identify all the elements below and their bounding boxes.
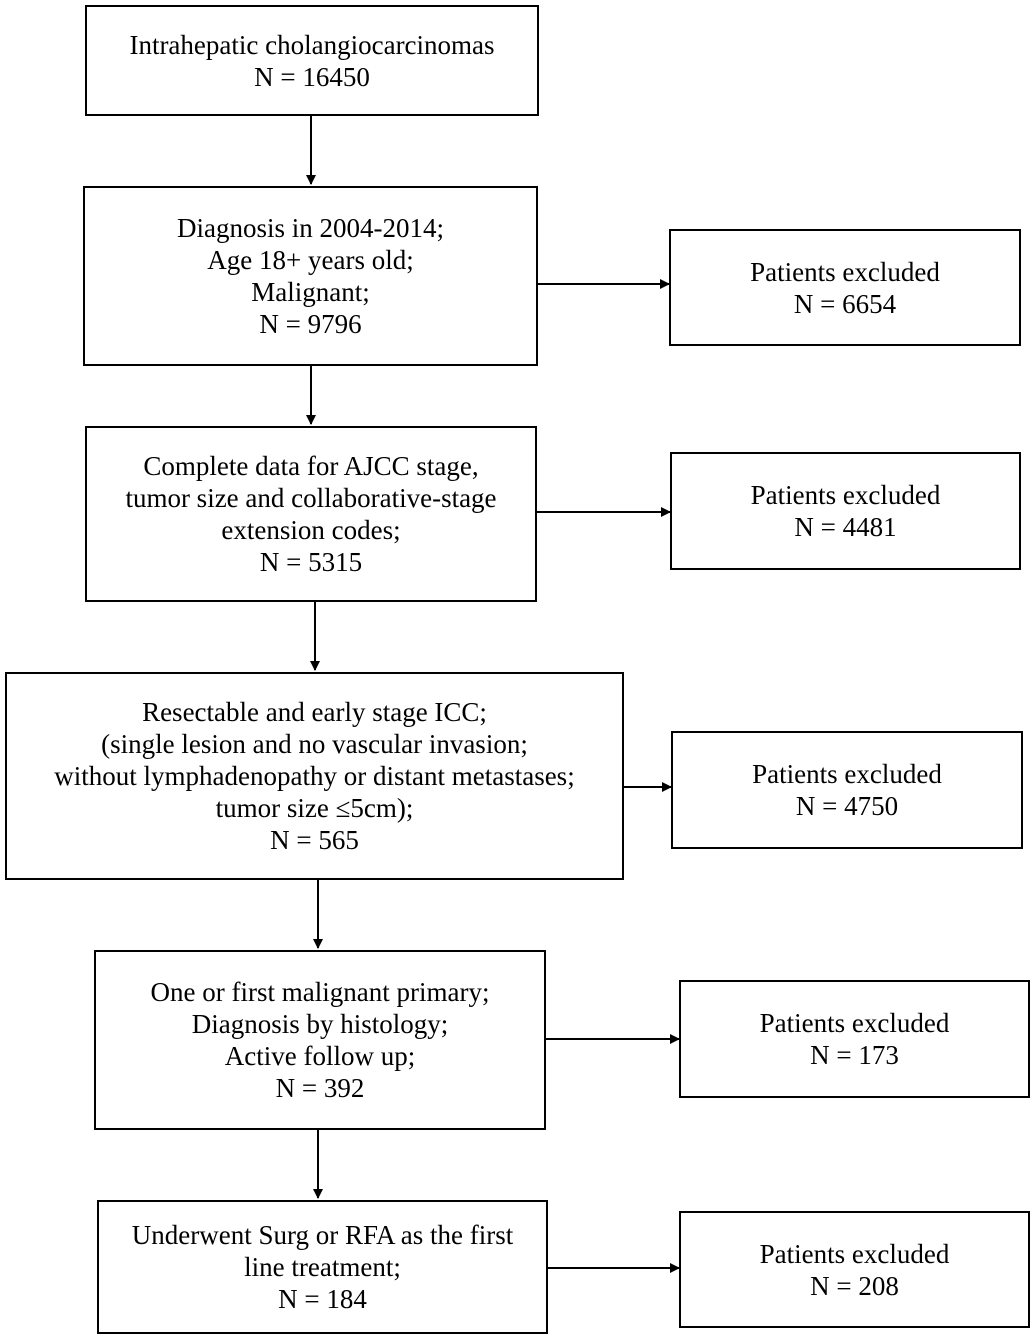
excluded-box-step3: Patients excluded N = 4481 <box>670 452 1021 570</box>
excluded-label: Patients excluded <box>752 759 942 789</box>
step1-count: N = 16450 <box>254 61 370 92</box>
step3-line: extension codes; <box>221 515 401 545</box>
step5-line: Diagnosis by histology; <box>191 1009 449 1039</box>
step6-count: N = 184 <box>278 1284 367 1314</box>
excluded-count: N = 4750 <box>795 791 899 821</box>
excluded-count: N = 173 <box>810 1040 899 1070</box>
step5-line: One or first malignant primary; <box>150 977 490 1007</box>
excluded-box-step5: Patients excluded N = 173 <box>679 980 1030 1098</box>
excluded-count: N = 4481 <box>794 512 897 542</box>
step5-box: One or first malignant primary; Diagnosi… <box>94 950 546 1130</box>
step2-line: Age 18+ years old; <box>207 245 414 275</box>
excluded-label: Patients excluded <box>750 256 940 287</box>
step1-line: Intrahepatic cholangiocarcinomas <box>129 29 495 60</box>
step3-box: Complete data for AJCC stage, tumor size… <box>85 426 537 602</box>
step4-line: tumor size ≤5cm); <box>215 793 414 823</box>
excluded-label: Patients excluded <box>750 480 941 510</box>
excluded-count: N = 208 <box>810 1270 899 1301</box>
step5-line: Active follow up; <box>224 1041 416 1071</box>
step2-line: Malignant; <box>251 277 370 307</box>
step2-line: Diagnosis in 2004-2014; <box>177 213 444 243</box>
step6-line: line treatment; <box>244 1252 401 1282</box>
excluded-box-step4: Patients excluded N = 4750 <box>671 731 1023 849</box>
step4-line: (single lesion and no vascular invasion; <box>101 729 528 759</box>
step2-box: Diagnosis in 2004-2014; Age 18+ years ol… <box>83 186 538 366</box>
excluded-count: N = 6654 <box>793 288 897 319</box>
step4-line: Resectable and early stage ICC; <box>142 697 487 727</box>
step2-count: N = 9796 <box>259 309 362 339</box>
step3-line: tumor size and collaborative-stage <box>125 483 497 513</box>
step5-count: N = 392 <box>275 1073 365 1103</box>
step4-count: N = 565 <box>270 825 359 855</box>
step6-box: Underwent Surg or RFA as the first line … <box>97 1200 548 1334</box>
excluded-box-step6: Patients excluded N = 208 <box>679 1211 1030 1328</box>
excluded-label: Patients excluded <box>759 1238 950 1269</box>
step6-line: Underwent Surg or RFA as the first <box>131 1220 514 1250</box>
step3-count: N = 5315 <box>259 547 363 577</box>
step4-line: without lymphadenopathy or distant metas… <box>54 761 575 791</box>
step4-box: Resectable and early stage ICC; (single … <box>5 672 624 880</box>
excluded-label: Patients excluded <box>759 1008 950 1038</box>
step3-line: Complete data for AJCC stage, <box>143 451 479 481</box>
step1-box: Intrahepatic cholangiocarcinomas N = 164… <box>85 5 539 116</box>
excluded-box-step2: Patients excluded N = 6654 <box>669 229 1021 346</box>
